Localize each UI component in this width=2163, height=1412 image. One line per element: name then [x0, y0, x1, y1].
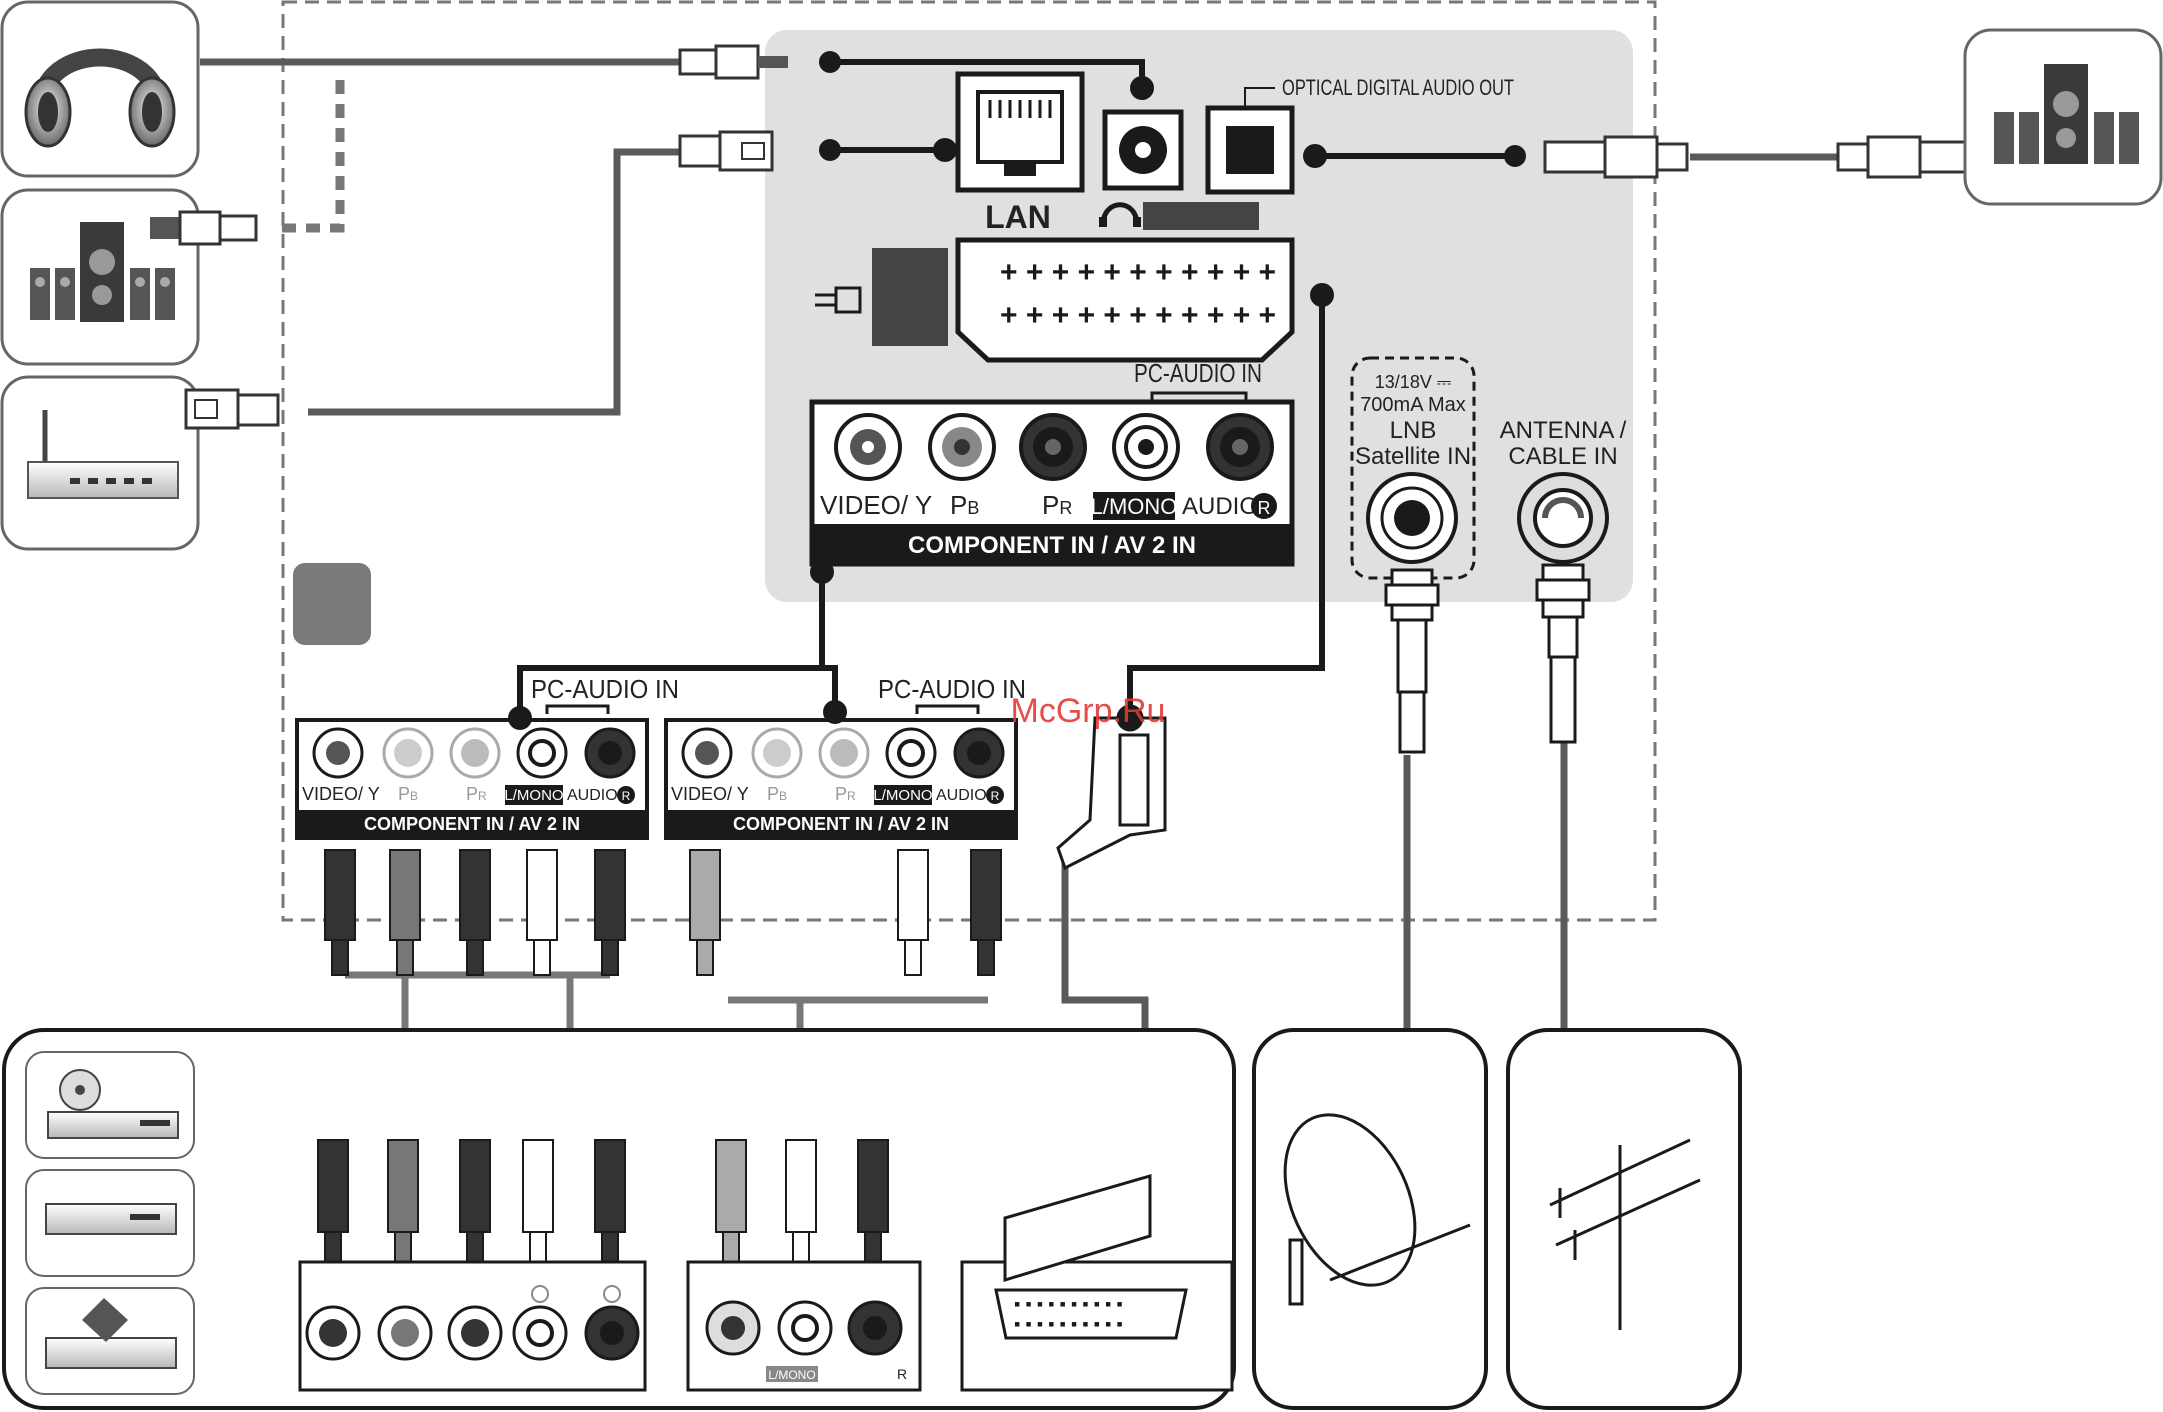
component-label-rear: COMPONENT IN / AV 2 IN: [908, 532, 1196, 559]
antenna-port[interactable]: [1517, 472, 1609, 564]
pr-label-left: PR: [466, 784, 487, 804]
panel-marker: [293, 563, 371, 645]
audio-label-left: AUDIO: [567, 787, 618, 804]
video-y-label-right: VIDEO/ Y: [671, 784, 749, 804]
plugs-left: [150, 44, 841, 430]
antenna-line1: ANTENNA /: [1500, 417, 1627, 444]
lnb-line1: 13/18V ⎓: [1375, 372, 1451, 392]
antenna-box: [1506, 1028, 1742, 1410]
lan-plug-2: [184, 388, 280, 430]
pb-label-right: PB: [767, 784, 787, 804]
optical-port[interactable]: [1205, 87, 1327, 195]
video-y-label-left: VIDEO/ Y: [302, 784, 380, 804]
l-mono-badge: [1093, 492, 1175, 520]
device-component-outputs: [298, 1260, 647, 1392]
r-label: R: [1258, 498, 1271, 518]
rca-plugs-upper: [324, 849, 1002, 976]
pb-label: PB: [950, 490, 979, 520]
scart-symbol-icon: [815, 286, 862, 314]
lan-port[interactable]: [933, 71, 1085, 193]
component-jack-dot: [810, 560, 834, 584]
home-theater-icon: [30, 222, 175, 322]
audio-jack-plug: [678, 44, 841, 80]
pc-audio-label-panel: PC-AUDIO IN: [1134, 358, 1262, 388]
component-panel-right: PC-AUDIO IN VIDEO/ Y PB PR L/MONO AUDIO …: [664, 674, 1026, 840]
component-panel-left: PC-AUDIO IN VIDEO/ Y PB PR L/MONO AUDIO …: [295, 674, 679, 840]
satellite-dish-icon: [1283, 1113, 1471, 1306]
speaker-system-icon: [1994, 64, 2139, 164]
left-devices: [0, 0, 200, 551]
svg-text:▪ ▪ ▪ ▪ ▪ ▪ ▪ ▪ ▪ ▪: ▪ ▪ ▪ ▪ ▪ ▪ ▪ ▪ ▪ ▪: [1014, 1314, 1123, 1334]
audio-label-right: AUDIO: [936, 787, 987, 804]
device-av-outputs: L/MONO R: [686, 1260, 922, 1392]
r-label-right: R: [991, 789, 1000, 803]
tv-outline: [281, 0, 1657, 922]
component-label-left: COMPONENT IN / AV 2 IN: [364, 814, 580, 834]
l-mono-label-device: L/MONO: [768, 1368, 815, 1382]
r-label-left: R: [622, 789, 631, 803]
lnb-line2: 700mA Max: [1360, 394, 1466, 416]
coax-plug-antenna: [1535, 563, 1591, 744]
source-devices: [25, 1051, 195, 1395]
audio-label: AUDIO: [1182, 493, 1258, 520]
svg-text:+ + + + + + + + + + +: + + + + + + + + + + +: [1000, 256, 1276, 289]
router-icon: [27, 410, 179, 499]
audio-jack-plug-2: [150, 210, 258, 246]
l-mono-label-right: L/MONO: [873, 787, 932, 804]
device-scart: ▪ ▪ ▪ ▪ ▪ ▪ ▪ ▪ ▪ ▪ ▪ ▪ ▪ ▪ ▪ ▪ ▪ ▪ ▪ ▪: [960, 1174, 1234, 1392]
lan-label: LAN: [985, 199, 1051, 235]
headphones-icon: [24, 48, 176, 148]
rca-plugs-lower: [317, 1139, 889, 1263]
component-panel-rear: [809, 399, 1295, 567]
svg-text:▪ ▪ ▪ ▪ ▪ ▪ ▪ ▪ ▪ ▪: ▪ ▪ ▪ ▪ ▪ ▪ ▪ ▪ ▪ ▪: [1014, 1294, 1123, 1314]
dvd-player-icon: [47, 1069, 179, 1139]
l-mono-label: L/MONO: [1091, 494, 1178, 519]
satellite-port[interactable]: [1350, 356, 1476, 580]
r-label-device: R: [897, 1366, 907, 1382]
scart-plug: [1056, 704, 1167, 871]
headphone-port[interactable]: [1102, 76, 1184, 191]
satellite-dish-box: [1252, 1028, 1488, 1410]
antenna-icon: [1549, 1138, 1701, 1330]
pr-label-right: PR: [835, 784, 856, 804]
r-badge: [1251, 493, 1277, 519]
set-top-box-icon: [45, 1203, 177, 1235]
antenna-line2: CABLE IN: [1508, 443, 1617, 470]
headphone-label-bar: [1143, 202, 1259, 230]
video-y-label: VIDEO/ Y: [820, 490, 932, 520]
lan-plug: [678, 130, 841, 172]
coax-plug-satellite: [1384, 568, 1440, 754]
optical-label: OPTICAL DIGITAL AUDIO OUT: [1282, 75, 1514, 100]
lnb-line4: Satellite IN: [1355, 443, 1471, 470]
pr-label: PR: [1042, 490, 1072, 520]
headphone-symbol-icon: [1099, 202, 1141, 227]
pb-label-left: PB: [398, 784, 418, 804]
lnb-line3: LNB: [1390, 417, 1437, 444]
game-console-icon: [45, 1298, 177, 1369]
component-label-right: COMPONENT IN / AV 2 IN: [733, 814, 949, 834]
scart-port[interactable]: + + + + + + + + + + + + + + + + + + + + …: [872, 237, 1334, 363]
pc-audio-label-right: PC-AUDIO IN: [878, 674, 1026, 704]
watermark: McGrp.Ru: [1011, 692, 1166, 730]
svg-text:+ + + + + + + + + + +: + + + + + + + + + + +: [1000, 299, 1276, 332]
pc-audio-label-left: PC-AUDIO IN: [531, 674, 679, 704]
l-mono-label-left: L/MONO: [504, 787, 563, 804]
